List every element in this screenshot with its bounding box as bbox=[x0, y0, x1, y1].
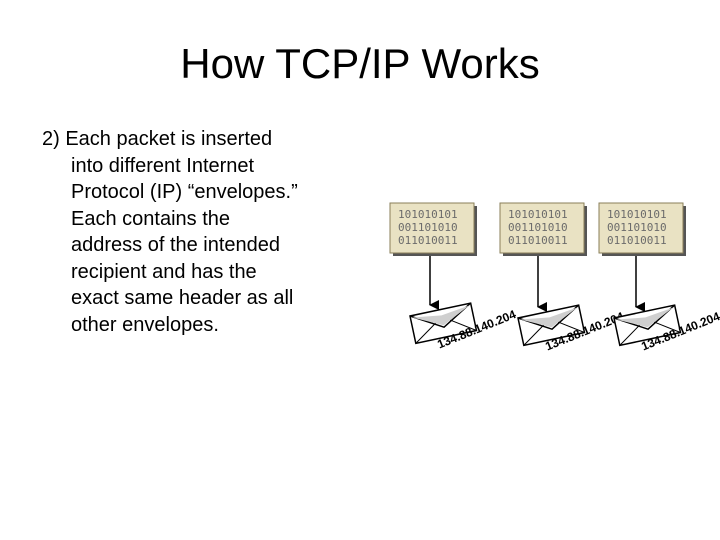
body-line: recipient and has the bbox=[71, 260, 257, 283]
body-line: other envelopes. bbox=[71, 313, 219, 336]
body-line: address of the intended bbox=[71, 234, 281, 256]
envelope-icon bbox=[409, 302, 478, 345]
packet-bits: 101010101 bbox=[508, 208, 568, 221]
packet-box bbox=[499, 202, 585, 254]
body-text: 2) Each packet is inserted into differen… bbox=[42, 126, 362, 338]
packet-bits: 011010011 bbox=[508, 234, 568, 247]
body-line: into different Internet bbox=[71, 154, 255, 177]
slide-title: How TCP/IP Works bbox=[180, 40, 540, 87]
data-packet-1: 101010101 001101010 011010011 bbox=[389, 202, 477, 256]
packet-bits: 001101010 bbox=[508, 221, 568, 234]
packet-bits: 001101010 bbox=[607, 221, 667, 234]
packet-bits: 011010011 bbox=[607, 234, 667, 247]
body-line: Protocol (IP) “envelopes.” bbox=[71, 181, 298, 203]
packet-bits: 101010101 bbox=[607, 208, 667, 221]
ip-envelope-2: 134.88.140.204 bbox=[517, 304, 626, 353]
packet-bits: 001101010 bbox=[398, 221, 458, 234]
data-packet-2: 101010101 001101010 011010011 bbox=[499, 202, 587, 256]
packet-box bbox=[389, 202, 475, 254]
body-line: exact same header as all bbox=[71, 287, 294, 309]
ip-envelope-3: 134.88.140.204 bbox=[613, 304, 720, 353]
ip-envelope-1: 134.88.140.204 bbox=[409, 302, 518, 351]
data-packet-3: 101010101 001101010 011010011 bbox=[598, 202, 686, 256]
envelope-icon bbox=[613, 304, 682, 347]
packet-box bbox=[598, 202, 684, 254]
body-line: 2) Each packet is inserted bbox=[42, 128, 273, 150]
envelope-icon bbox=[517, 304, 586, 347]
body-line: Each contains the bbox=[71, 207, 230, 230]
packet-bits: 011010011 bbox=[398, 234, 458, 247]
packet-bits: 101010101 bbox=[398, 208, 458, 221]
